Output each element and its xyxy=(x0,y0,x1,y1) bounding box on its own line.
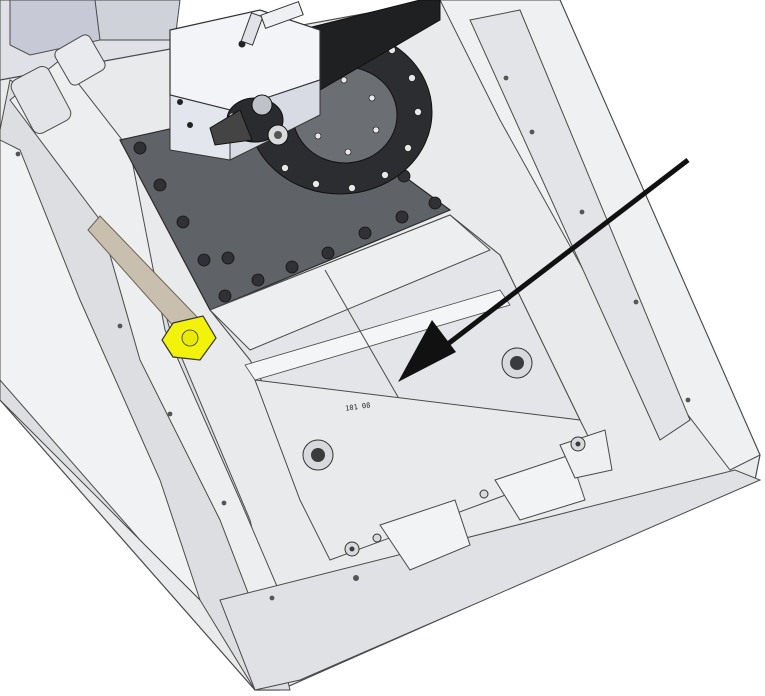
plate-bolts xyxy=(133,141,442,303)
linkage-bearing xyxy=(209,94,289,146)
part-number-label: 101 08 xyxy=(345,401,371,412)
pointer-arrow xyxy=(398,158,690,382)
bottom-cover: 101 08 xyxy=(209,214,613,581)
yellow-bolt-rod xyxy=(87,215,217,361)
rivet-holes xyxy=(15,75,691,601)
cover-nuts xyxy=(302,347,586,581)
